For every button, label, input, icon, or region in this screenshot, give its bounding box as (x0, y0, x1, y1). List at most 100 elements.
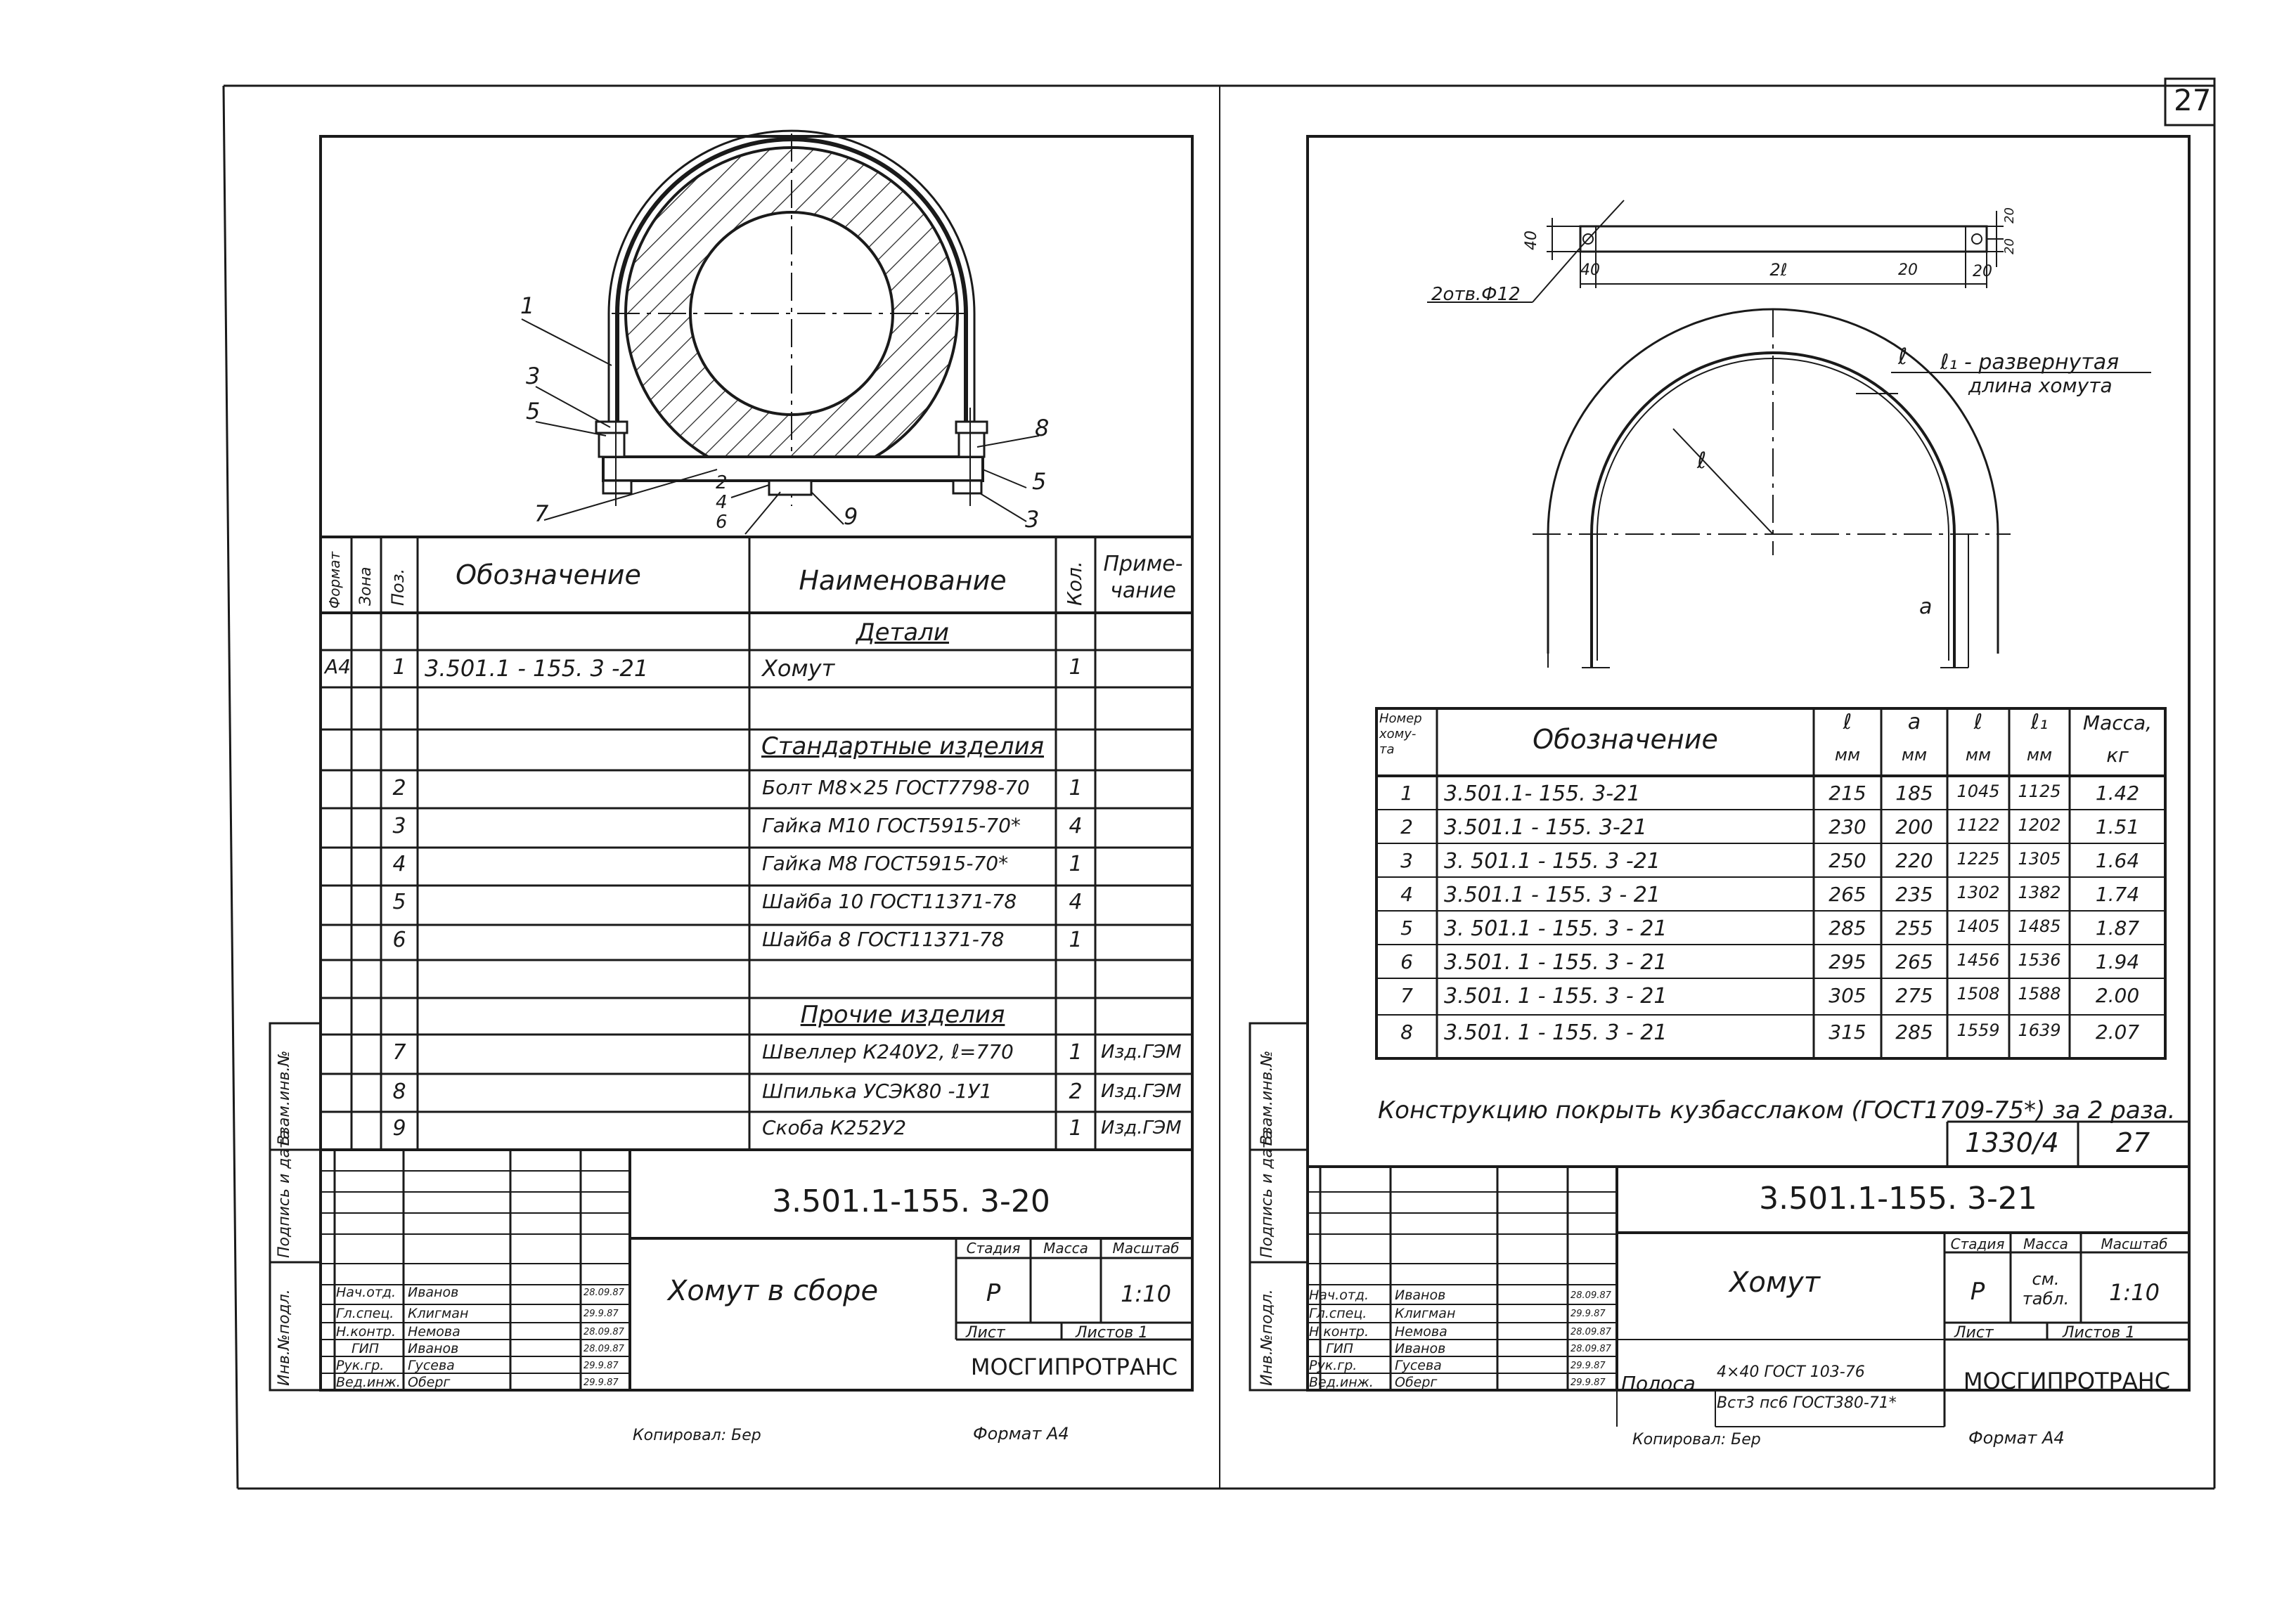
header-zone: Зона (357, 566, 375, 606)
strip-dim-2l: 2ℓ (1769, 260, 1788, 280)
row1-pos: 1 (392, 655, 406, 680)
row7-qty: 1 (1069, 1040, 1083, 1065)
right-stage: Р (1970, 1278, 1985, 1306)
row1-name: Хомут (762, 655, 835, 682)
right-side-label-sign: Подпись и дата (1258, 1129, 1276, 1258)
clamp-row-2-r: 230 (1829, 815, 1866, 838)
strip-dim-20c: 20 (2002, 207, 2017, 223)
right-name-3: Немова (1395, 1324, 1447, 1340)
row8-qty: 2 (1069, 1079, 1083, 1104)
rt-header-mass-unit: кг (2106, 744, 2129, 767)
rt-header-l-unit: мм (1965, 745, 1992, 765)
header-note: Приме- чание (1103, 552, 1183, 603)
header-format: Формат (326, 551, 343, 609)
row3-qty: 4 (1069, 814, 1083, 838)
clamp-row-1-r: 215 (1829, 782, 1866, 805)
row3-name: Гайка М10 ГОСТ5915-70* (762, 814, 1021, 837)
arc-label-a: а (1919, 595, 1933, 619)
row2-qty: 1 (1069, 776, 1083, 800)
right-date-1: 28.09.87 (1571, 1290, 1611, 1301)
left-date-3: 28.09.87 (583, 1327, 624, 1337)
clamp-row-8-l1: 1639 (2018, 1020, 2061, 1040)
clamp-row-1-designation: 3.501.1- 155. 3-21 (1444, 782, 1641, 806)
callout-5b: 5 (1032, 468, 1047, 495)
clamp-row-7-l1: 1588 (2018, 984, 2061, 1004)
clamp-row-7-designation: 3.501. 1 - 155. 3 - 21 (1444, 984, 1668, 1009)
clamp-row-6-l1: 1536 (2018, 950, 2061, 970)
clamp-row-7-a: 275 (1895, 984, 1933, 1007)
coating-note: Конструкцию покрыть кузбасслаком (ГОСТ17… (1378, 1096, 2176, 1124)
clamp-row-8-l: 1559 (1956, 1020, 2000, 1040)
callout-7: 7 (534, 500, 549, 527)
row1-designation: 3.501.1 - 155. 3 -21 (425, 655, 649, 682)
arc-label-l: ℓ (1898, 343, 1908, 370)
row6-name: Шайба 8 ГОСТ11371-78 (762, 928, 1005, 951)
right-name-1: Иванов (1395, 1288, 1446, 1303)
row5-pos: 5 (392, 890, 406, 914)
row9-name: Скоба К252У2 (762, 1116, 907, 1139)
clamp-row-5-num: 5 (1400, 916, 1413, 940)
left-side-label-inv: Инв.№подл. (276, 1289, 293, 1386)
row7-note: Изд.ГЭМ (1101, 1042, 1182, 1063)
left-stage: Р (986, 1279, 1001, 1307)
left-role-2: Гл.спец. (336, 1306, 394, 1321)
row4-qty: 1 (1069, 852, 1083, 876)
row1-qty: 1 (1069, 655, 1083, 680)
row2-pos: 2 (392, 776, 406, 800)
section-details: Детали (856, 618, 949, 647)
right-material-top: 4×40 ГОСТ 103-76 (1717, 1363, 1865, 1381)
arc-label-r: ℓ (1697, 447, 1707, 474)
clamp-row-8-mass: 2.07 (2095, 1020, 2140, 1044)
right-role-2: Гл.спец. (1309, 1306, 1367, 1321)
clamp-row-6-a: 265 (1895, 950, 1933, 973)
rt-header-r: ℓ (1843, 710, 1852, 734)
clamp-row-8-designation: 3.501. 1 - 155. 3 - 21 (1444, 1020, 1668, 1045)
arc-label-l1: ℓ₁ - развернутая (1940, 350, 2120, 375)
strip-dim-20a: 20 (1898, 261, 1918, 279)
rt-header-l1: ℓ₁ (2030, 710, 2049, 734)
left-name-1: Иванов (408, 1285, 459, 1300)
right-scale: 1:10 (2109, 1279, 2160, 1306)
row7-pos: 7 (392, 1040, 406, 1065)
callout-2: 2 (716, 472, 728, 493)
row9-pos: 9 (392, 1116, 406, 1141)
strip-dim-40: 40 (1580, 261, 1600, 279)
row9-qty: 1 (1069, 1116, 1083, 1141)
row8-note: Изд.ГЭМ (1101, 1081, 1182, 1102)
row4-name: Гайка М8 ГОСТ5915-70* (762, 852, 1009, 875)
clamp-row-5-l1: 1485 (2018, 916, 2061, 936)
strip-hole-label: 2отв.Ф12 (1431, 284, 1521, 305)
clamp-row-7-mass: 2.00 (2095, 984, 2140, 1007)
right-date-4: 28.09.87 (1571, 1344, 1611, 1354)
right-date-3: 28.09.87 (1571, 1327, 1611, 1337)
clamp-row-2-l1: 1202 (2018, 815, 2061, 835)
clamp-row-8-a: 285 (1895, 1020, 1933, 1044)
clamp-row-5-r: 285 (1829, 916, 1866, 940)
right-scale-header: Масштаб (2101, 1236, 2168, 1252)
row2-name: Болт М8×25 ГОСТ7798-70 (762, 776, 1030, 799)
clamp-row-4-a: 235 (1895, 883, 1933, 906)
header-designation: Обозначение (456, 559, 641, 590)
row6-pos: 6 (392, 928, 406, 952)
clamp-row-6-r: 295 (1829, 950, 1866, 973)
right-role-3: Н.контр. (1309, 1324, 1369, 1340)
clamp-assembly-drawing (521, 129, 1040, 535)
left-scale: 1:10 (1121, 1280, 1171, 1307)
left-date-2: 29.9.87 (583, 1309, 619, 1319)
rt-header-designation: Обозначение (1533, 724, 1718, 755)
clamp-row-4-designation: 3.501.1 - 155. 3 - 21 (1444, 883, 1660, 907)
rt-header-a: а (1907, 710, 1921, 734)
left-footer-format: Формат А4 (973, 1424, 1069, 1444)
row5-qty: 4 (1069, 890, 1083, 914)
right-footer-format: Формат А4 (1968, 1428, 2065, 1448)
right-role-4: ГИП (1326, 1341, 1354, 1356)
right-doc-code: 3.501.1-155. 3-21 (1759, 1181, 2037, 1217)
row9-note: Изд.ГЭМ (1101, 1117, 1182, 1139)
rt-header-a-unit: мм (1901, 745, 1928, 765)
clamp-row-4-l: 1302 (1956, 883, 2000, 902)
left-name-4: Иванов (408, 1341, 459, 1356)
callout-3: 3 (526, 363, 541, 389)
left-sheets-label: Листов 1 (1076, 1324, 1149, 1342)
clamp-row-7-l: 1508 (1956, 984, 2000, 1004)
